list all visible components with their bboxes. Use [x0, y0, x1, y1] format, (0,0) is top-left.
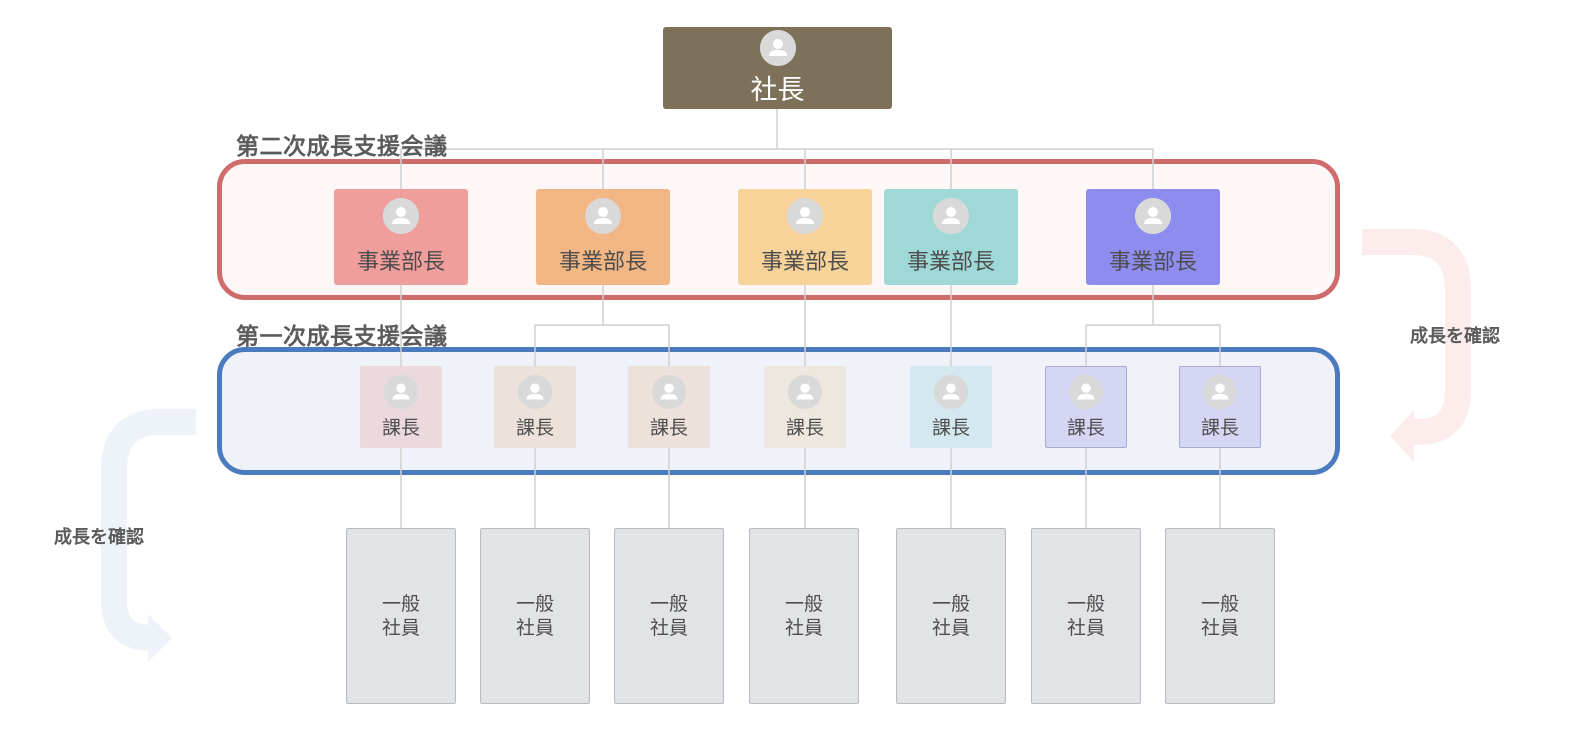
section-manager-label: 課長: [649, 416, 688, 439]
user-avatar-icon: [585, 198, 621, 234]
division-head-node[interactable]: 事業部長: [1086, 189, 1220, 285]
employee-label: 一般 社員: [784, 593, 823, 639]
right-cycle-label: 成長を確認: [1410, 326, 1500, 347]
ceo-node[interactable]: 社長: [663, 27, 892, 109]
employee-node[interactable]: 一般 社員: [614, 528, 724, 704]
user-avatar-icon: [787, 198, 823, 234]
left-cycle-arrowhead: [148, 614, 172, 662]
employee-label: 一般 社員: [515, 593, 554, 639]
connector-mgr-bus-b: [1085, 285, 1221, 366]
employee-node[interactable]: 一般 社員: [480, 528, 590, 704]
employee-node[interactable]: 一般 社員: [346, 528, 456, 704]
first-meeting-title: 第一次成長支援会議: [236, 324, 448, 350]
section-manager-label: 課長: [381, 416, 420, 439]
section-manager-label: 課長: [1066, 416, 1105, 439]
employee-label: 一般 社員: [1200, 593, 1239, 639]
user-avatar-icon: [759, 29, 796, 66]
ceo-label: 社長: [750, 74, 805, 106]
right-cycle-arrowhead: [1390, 410, 1414, 462]
division-head-node[interactable]: 事業部長: [884, 189, 1018, 285]
second-meeting-title: 第二次成長支援会議: [236, 134, 448, 160]
section-manager-node[interactable]: 課長: [1045, 366, 1127, 448]
division-head-label: 事業部長: [356, 250, 445, 275]
left-cycle-arrow: [101, 409, 196, 651]
section-manager-node[interactable]: 課長: [494, 366, 576, 448]
division-head-label: 事業部長: [558, 250, 647, 275]
left-cycle-label: 成長を確認: [54, 527, 144, 548]
right-cycle-arrow: [1362, 229, 1471, 445]
employee-node[interactable]: 一般 社員: [1165, 528, 1275, 704]
division-head-node[interactable]: 事業部長: [334, 189, 468, 285]
division-head-label: 事業部長: [906, 250, 995, 275]
employee-label: 一般 社員: [1066, 593, 1105, 639]
division-head-label: 事業部長: [760, 250, 849, 275]
user-avatar-icon: [1135, 198, 1171, 234]
section-manager-label: 課長: [931, 416, 970, 439]
user-avatar-icon: [383, 198, 419, 234]
employee-node[interactable]: 一般 社員: [749, 528, 859, 704]
section-manager-label: 課長: [785, 416, 824, 439]
division-head-node[interactable]: 事業部長: [738, 189, 872, 285]
section-manager-node[interactable]: 課長: [764, 366, 846, 448]
employee-node[interactable]: 一般 社員: [896, 528, 1006, 704]
connector-mgr-bus-a: [534, 285, 670, 366]
employee-label: 一般 社員: [931, 593, 970, 639]
user-avatar-icon: [1069, 374, 1103, 409]
section-manager-node[interactable]: 課長: [1179, 366, 1261, 448]
division-head-node[interactable]: 事業部長: [536, 189, 670, 285]
employee-label: 一般 社員: [649, 593, 688, 639]
user-avatar-icon: [518, 374, 552, 409]
section-manager-node[interactable]: 課長: [910, 366, 992, 448]
employee-node[interactable]: 一般 社員: [1031, 528, 1141, 704]
user-avatar-icon: [1203, 374, 1237, 409]
section-manager-label: 課長: [1200, 416, 1239, 439]
division-head-label: 事業部長: [1108, 250, 1197, 275]
user-avatar-icon: [933, 198, 969, 234]
section-manager-node[interactable]: 課長: [628, 366, 710, 448]
section-manager-node[interactable]: 課長: [360, 366, 442, 448]
section-manager-label: 課長: [515, 416, 554, 439]
user-avatar-icon: [384, 374, 418, 409]
user-avatar-icon: [934, 374, 968, 409]
user-avatar-icon: [788, 374, 822, 409]
user-avatar-icon: [652, 374, 686, 409]
employee-label: 一般 社員: [381, 593, 420, 639]
